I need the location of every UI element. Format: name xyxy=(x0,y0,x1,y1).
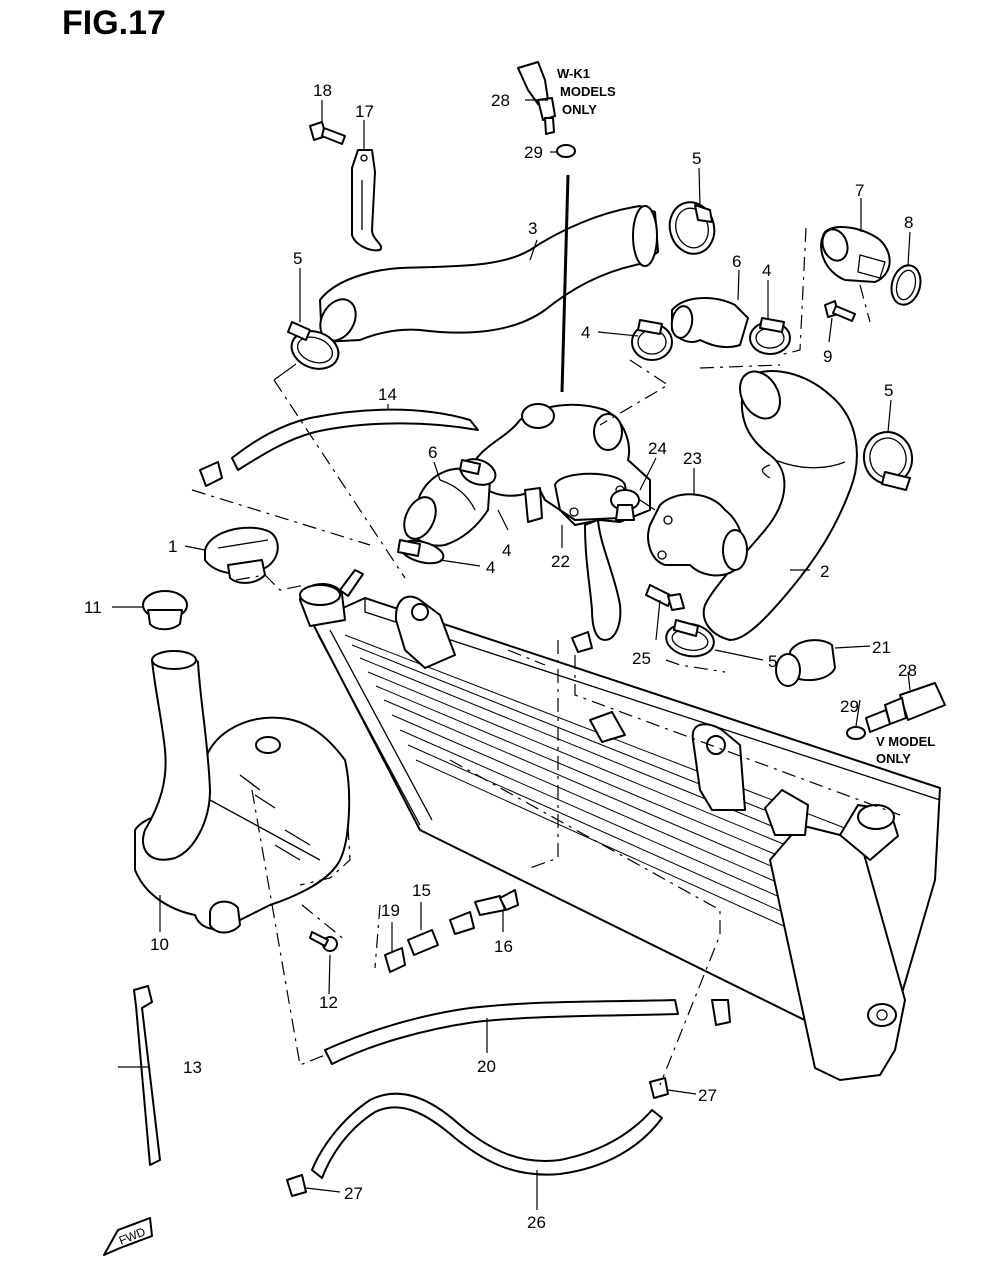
callout-3: 3 xyxy=(528,219,537,238)
thermostat-cover xyxy=(647,493,748,577)
callout-9: 9 xyxy=(823,347,832,366)
bolt-25 xyxy=(645,584,685,611)
callout-6-left: 6 xyxy=(428,443,437,462)
joint-15 xyxy=(407,929,439,956)
callout-2: 2 xyxy=(820,562,829,581)
bolt-9 xyxy=(824,300,856,322)
clamp-5-left xyxy=(287,321,340,370)
note-wk1-line3: ONLY xyxy=(562,102,597,117)
lower-radiator-hose xyxy=(702,370,858,641)
reservoir-tank xyxy=(134,650,351,934)
callout-20: 20 xyxy=(477,1057,496,1076)
callout-24: 24 xyxy=(648,439,667,458)
callout-19: 19 xyxy=(381,901,400,920)
radiator-cap xyxy=(204,526,279,584)
callout-numbers: 18 17 3 5 5 7 8 6 4 4 9 5 14 6 24 23 4 2… xyxy=(84,81,917,1232)
thermostat xyxy=(610,489,656,521)
callout-5-lower: 5 xyxy=(768,652,777,671)
callout-14: 14 xyxy=(378,385,397,404)
reservoir-cap xyxy=(142,590,188,631)
callout-27-left: 27 xyxy=(344,1184,363,1203)
clamp-5-top xyxy=(668,201,716,255)
callout-25: 25 xyxy=(632,649,651,668)
callout-15: 15 xyxy=(412,881,431,900)
clamp-5-lower xyxy=(665,619,715,658)
radiator xyxy=(299,569,941,1081)
callout-5-top: 5 xyxy=(692,149,701,168)
callout-17: 17 xyxy=(355,102,374,121)
hose-6-left xyxy=(403,467,491,547)
coolant-connector-7 xyxy=(820,225,891,283)
callout-7: 7 xyxy=(855,181,864,200)
clip-27-right xyxy=(649,1077,669,1099)
callout-28-top: 28 xyxy=(491,91,510,110)
clamp-4-top xyxy=(631,319,673,361)
model-notes: W-K1 MODELS ONLY V MODEL ONLY xyxy=(557,66,935,766)
callout-1: 1 xyxy=(168,537,177,556)
callout-8: 8 xyxy=(904,213,913,232)
cable-tie-13 xyxy=(133,985,161,1166)
clip-mid xyxy=(571,631,593,653)
callout-12: 12 xyxy=(319,993,338,1012)
clamp-4-mid xyxy=(459,458,497,486)
callout-22: 22 xyxy=(551,552,570,571)
bolt-12 xyxy=(309,931,338,952)
note-wk1-line1: W-K1 xyxy=(557,66,590,81)
assembly-lines xyxy=(191,227,901,1086)
thermostat-housing xyxy=(469,403,651,641)
clip-19 xyxy=(384,947,406,973)
clamp-4-right xyxy=(749,317,791,355)
note-v-line2: ONLY xyxy=(876,751,911,766)
note-wk1-line2: MODELS xyxy=(560,84,616,99)
clip-27-left xyxy=(286,1174,307,1197)
callout-21: 21 xyxy=(872,638,891,657)
callout-27-right: 27 xyxy=(698,1086,717,1105)
callout-11: 11 xyxy=(84,598,102,617)
hose-6-right xyxy=(670,297,749,349)
temp-sensor-side xyxy=(846,682,946,740)
callout-18: 18 xyxy=(313,81,332,100)
callout-13: 13 xyxy=(183,1058,202,1077)
hose-20 xyxy=(324,999,679,1065)
o-ring-8 xyxy=(890,264,922,306)
hose-26 xyxy=(311,1092,663,1179)
callout-26: 26 xyxy=(527,1213,546,1232)
note-v-line1: V MODEL xyxy=(876,734,935,749)
fwd-arrow-icon: FWD xyxy=(103,1217,153,1256)
temp-sensor-top xyxy=(517,61,576,158)
callout-16: 16 xyxy=(494,937,513,956)
leader-lines xyxy=(112,99,911,1210)
callout-4-top: 4 xyxy=(581,323,590,342)
clamp-4-low xyxy=(397,539,445,565)
callout-23: 23 xyxy=(683,449,702,468)
callout-6-right: 6 xyxy=(732,252,741,271)
callout-5-right: 5 xyxy=(884,381,893,400)
clamp-5-right xyxy=(862,431,914,491)
callout-29-top: 29 xyxy=(524,143,543,162)
callout-10: 10 xyxy=(150,935,169,954)
callout-4-mid: 4 xyxy=(502,541,511,560)
joint-16 xyxy=(449,889,519,935)
upper-radiator-hose xyxy=(319,205,659,343)
bolt-18 xyxy=(309,121,346,145)
thermo-switch-21 xyxy=(775,639,836,687)
callout-28-side: 28 xyxy=(898,661,917,680)
hose-14 xyxy=(231,408,479,471)
callout-29-side: 29 xyxy=(840,697,859,716)
callout-5-left: 5 xyxy=(293,249,302,268)
callout-4-right: 4 xyxy=(762,261,771,280)
clip-upper-left xyxy=(199,461,223,487)
callout-4-low: 4 xyxy=(486,558,495,577)
bracket-17 xyxy=(351,149,383,252)
figure-title: FIG.17 xyxy=(62,4,166,42)
